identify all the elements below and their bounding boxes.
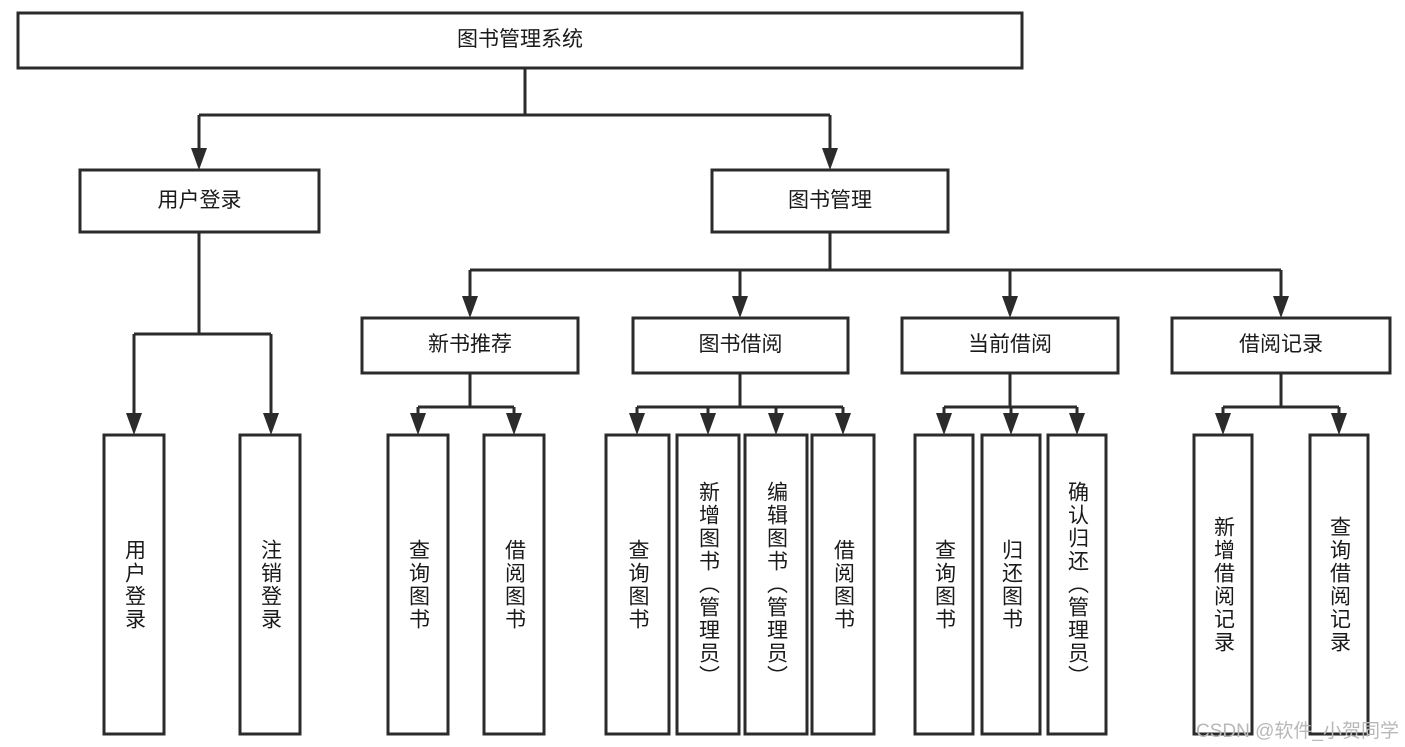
node-module-用户登录[interactable]	[78, 168, 321, 234]
node-feature-10-确认归还管理员[interactable]	[1046, 433, 1108, 736]
node-box-layer	[16, 11, 1392, 736]
node-feature-4-查询图书[interactable]	[604, 433, 671, 736]
manage-drop-3-arrowhead	[1273, 296, 1289, 318]
group-3-drop-1-arrowhead	[1331, 413, 1347, 435]
node-submodule-新书推荐[interactable]	[360, 316, 580, 375]
group-1-drop-0-arrowhead	[629, 413, 645, 435]
node-feature-0-用户登录[interactable]	[102, 433, 166, 736]
node-feature-1-注销登录[interactable]	[238, 433, 302, 736]
group-1-drop-2-arrowhead	[768, 413, 784, 435]
node-feature-3-借阅图书[interactable]	[482, 433, 546, 736]
manage-drop-2-arrowhead	[1002, 296, 1018, 318]
manage-drop-1-arrowhead	[732, 296, 748, 318]
group-1-drop-1-arrowhead	[700, 413, 716, 435]
node-feature-11-新增借阅记录[interactable]	[1192, 433, 1254, 736]
node-feature-9-归还图书[interactable]	[980, 433, 1042, 736]
group-1-drop-3-arrowhead	[835, 413, 851, 435]
root-drop-1-arrowhead	[822, 148, 838, 170]
group-0-drop-0-arrowhead	[410, 413, 426, 435]
manage-drop-0-arrowhead	[462, 296, 478, 318]
node-root-图书管理系统[interactable]	[16, 11, 1024, 70]
node-submodule-图书借阅[interactable]	[631, 316, 850, 375]
root-drop-0-arrowhead	[191, 148, 207, 170]
group-2-drop-0-arrowhead	[936, 413, 952, 435]
group-2-drop-2-arrowhead	[1069, 413, 1085, 435]
group-2-drop-1-arrowhead	[1003, 413, 1019, 435]
node-feature-7-借阅图书[interactable]	[810, 433, 876, 736]
login-drop-1-arrowhead	[263, 413, 279, 435]
node-feature-12-查询借阅记录[interactable]	[1308, 433, 1370, 736]
node-module-图书管理[interactable]	[710, 168, 950, 234]
group-3-drop-0-arrowhead	[1215, 413, 1231, 435]
connector-layer	[126, 68, 1347, 435]
node-submodule-借阅记录[interactable]	[1170, 316, 1392, 375]
node-feature-8-查询图书[interactable]	[913, 433, 975, 736]
node-feature-2-查询图书[interactable]	[386, 433, 450, 736]
group-0-drop-1-arrowhead	[506, 413, 522, 435]
login-drop-0-arrowhead	[126, 413, 142, 435]
node-feature-5-新增图书管理员[interactable]	[675, 433, 741, 736]
node-submodule-当前借阅[interactable]	[900, 316, 1120, 375]
node-feature-6-编辑图书管理员[interactable]	[743, 433, 809, 736]
